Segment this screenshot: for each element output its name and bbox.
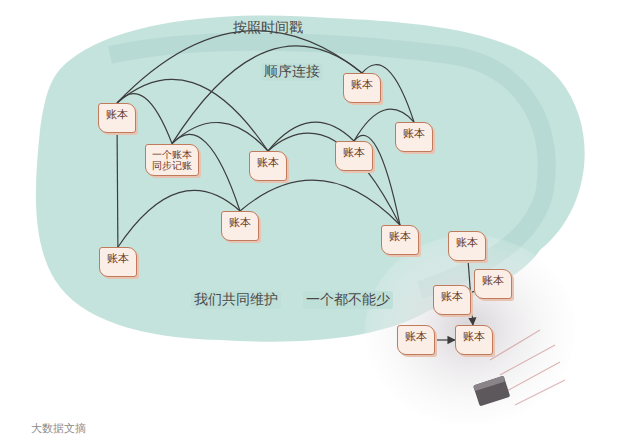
ledger-text: 账本	[461, 330, 487, 343]
ledger-text: 账本	[255, 156, 281, 169]
ledger-book: 账本	[99, 247, 137, 277]
watercolor-blob	[36, 15, 585, 341]
ledger-text: 账本	[401, 127, 427, 140]
connector	[117, 79, 268, 151]
ledger-text: 账本	[227, 216, 253, 229]
handwritten-note: 顺序连接	[261, 63, 323, 81]
falling-box	[473, 376, 510, 407]
ledger-book: 账本	[221, 211, 259, 241]
ledger-book: 账本	[249, 151, 287, 181]
ledger-book: 账本	[343, 73, 381, 103]
ledger-book: 账本	[474, 269, 512, 299]
connector	[172, 46, 362, 144]
ledger-text: 账本	[104, 108, 130, 121]
ledger-book: 账本	[98, 103, 136, 133]
ledger-book: 账本	[455, 325, 493, 355]
ledger-text: 账本	[341, 146, 367, 159]
connector	[117, 133, 119, 247]
ledger-text: 账本	[439, 290, 465, 303]
handwritten-note: 按照时间戳	[230, 19, 306, 37]
ledger-book: 账本	[395, 122, 433, 152]
connector	[435, 339, 455, 340]
ledger-text: 账本	[349, 78, 375, 91]
watercolor-stroke	[110, 42, 547, 290]
handwritten-note: 一个都不能少	[303, 291, 393, 309]
ledger-book: 账本	[448, 231, 486, 261]
grey-cloud	[365, 235, 575, 425]
ledger-book: 账本	[381, 225, 419, 255]
ledger-text: 账本	[454, 236, 480, 249]
ledger-text: 账本	[403, 330, 429, 343]
ledger-book: 账本	[433, 285, 471, 315]
ledger-text: 账本	[480, 274, 506, 287]
ledger-book: 账本	[335, 141, 373, 171]
ledger-text: 一个账本同步记账	[151, 149, 193, 172]
ledger-text: 账本	[387, 230, 413, 243]
watermark: 大数据文摘	[28, 421, 89, 436]
connector	[268, 133, 400, 225]
handwritten-note: 我们共同维护	[191, 291, 281, 309]
ledger-book: 一个账本同步记账	[145, 144, 199, 177]
connector	[240, 180, 400, 225]
ledger-book: 账本	[397, 325, 435, 355]
ledger-text: 账本	[105, 252, 131, 265]
